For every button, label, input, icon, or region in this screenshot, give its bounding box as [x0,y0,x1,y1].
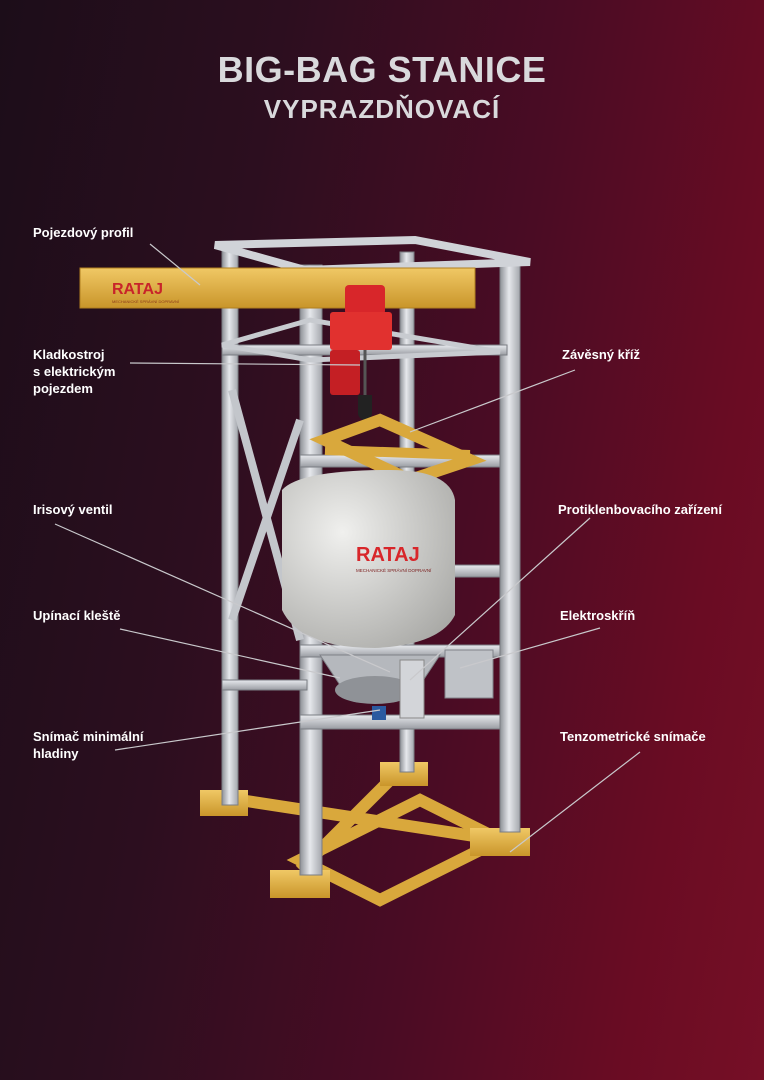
electric-hoist [330,285,392,420]
page-title: BIG-BAG STANICE [217,49,547,90]
label-tenzometricke: Tenzometrické snímače [560,729,706,744]
label-protiklenbovaci: Protiklenbovacího zařízení [558,502,722,517]
big-bag: RATAJ MECHANICKÉ SPRÁVNÍ DOPRAVNÍ [282,470,455,648]
label-elektroskrin: Elektroskříň [560,608,636,623]
lifting-cross [309,413,487,487]
electrical-cabinet [444,649,494,699]
pointer-lines [54,243,641,853]
beam-logo: RATAJ [112,281,163,298]
beam-logo-tagline: MECHANICKÉ SPRÁVNÍ DOPRAVNÍ [112,299,180,304]
page-subtitle: VYPRAZDŇOVACÍ [263,94,501,124]
base-frame [200,762,530,907]
title-block: BIG-BAG STANICE VYPRAZDŇOVACÍ [0,50,764,126]
label-upinaci-kleste: Upínací kleště [33,608,121,623]
discharge-hopper [319,654,441,720]
bag-logo-tagline: MECHANICKÉ SPRÁVNÍ DOPRAVNÍ [356,567,432,573]
anti-bridging-device [399,659,425,719]
level-sensor [372,706,386,720]
load-cell-foot [470,828,530,856]
label-irisovy-ventil: Irisový ventil [33,502,113,517]
label-zavesny-kriz: Závěsný kříž [562,347,641,362]
label-pojezdovy-profil: Pojezdový profil [33,225,134,240]
label-snimac: Snímač minimální hladiny [33,729,144,761]
traverse-beam: RATAJ MECHANICKÉ SPRÁVNÍ DOPRAVNÍ [79,267,476,309]
bag-logo: RATAJ [356,544,420,566]
label-kladkostroj: Kladkostroj s elektrickým pojezdem [33,347,116,396]
